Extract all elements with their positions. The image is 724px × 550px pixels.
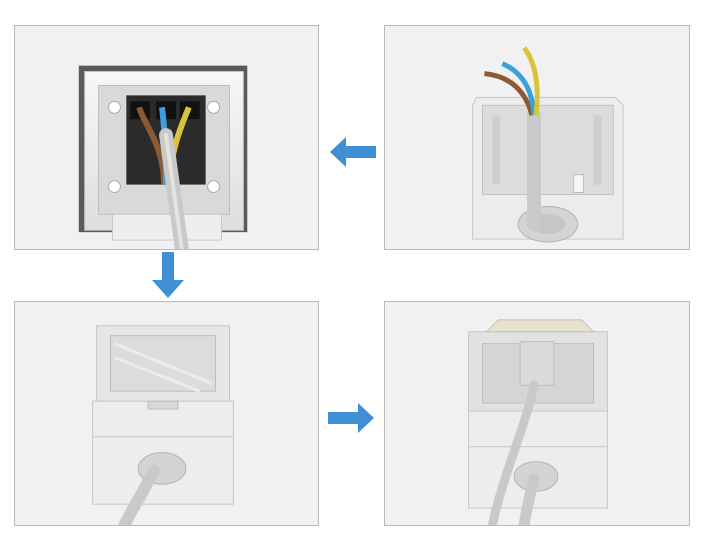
socket-housing: [468, 408, 608, 509]
screw-hole: [207, 180, 221, 194]
grey-cable: [118, 464, 161, 525]
arrow-left-icon: [330, 137, 376, 167]
lid-latch: [147, 400, 179, 410]
box-interior: [481, 104, 614, 195]
socket-closed-illustration: [15, 302, 318, 525]
open-lid: [485, 319, 595, 333]
plug-cable: [487, 380, 539, 525]
screw-hole: [108, 100, 121, 114]
grey-cable: [518, 472, 540, 525]
socket-open-illustration: [385, 302, 689, 525]
photo-wired-socket-insert: [14, 25, 319, 250]
socket-base: [111, 213, 223, 241]
brown-wire: [484, 71, 535, 116]
wired-socket-insert-illustration: [15, 26, 318, 249]
arrow-down-icon: [152, 252, 184, 298]
blue-wire: [501, 61, 537, 116]
screw-hole: [207, 100, 221, 114]
back-box-illustration: [385, 26, 689, 249]
yellow-wire: [522, 46, 540, 116]
photo-back-box-with-wires: [384, 25, 690, 250]
photo-socket-lid-closed: [14, 301, 319, 526]
photo-socket-lid-open-with-plug: [384, 301, 690, 526]
screw-hole: [108, 180, 121, 194]
plug: [519, 341, 555, 386]
arrow-right-icon: [328, 403, 374, 433]
